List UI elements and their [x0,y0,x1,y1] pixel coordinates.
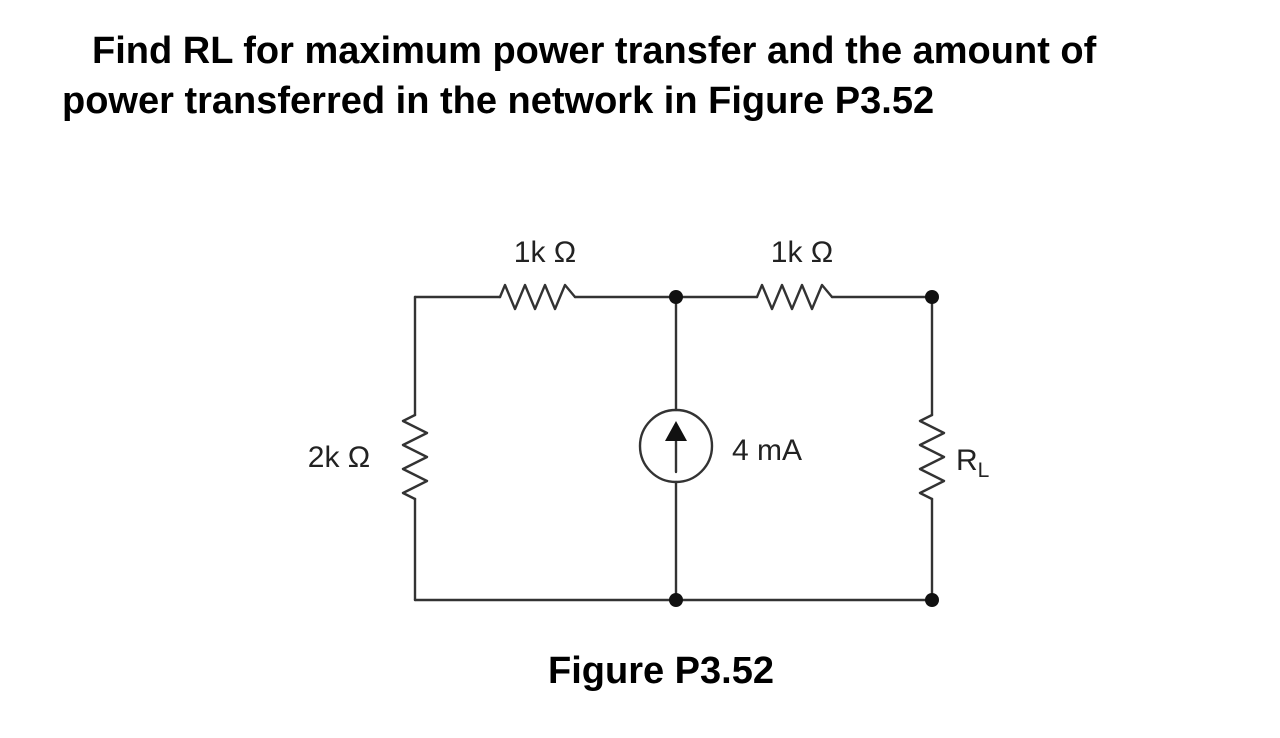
resistor-r3-zigzag [401,413,429,501]
figure-caption: Figure P3.52 [548,650,774,692]
node-bottom-right [925,593,939,607]
resistor-r2-zigzag [755,283,834,311]
r1-label: 1k Ω [514,236,576,269]
resistor-r1-zigzag [498,283,577,311]
current-source-arrow-up-icon [665,421,687,441]
resistor-rl-zigzag [918,413,946,501]
node-bottom-middle [669,593,683,607]
question-line-2: power transferred in the network in Figu… [62,80,935,122]
r3-label: 2k Ω [308,441,370,474]
rl-label: RL [956,444,989,482]
node-top-middle [669,290,683,304]
question-text: Find RL for maximum power transfer and t… [62,26,1252,126]
source-label: 4 mA [732,434,802,467]
rl-label-sub: L [978,459,990,482]
question-line-1: Find RL for maximum power transfer and t… [92,30,1097,72]
node-top-right [925,290,939,304]
r2-label: 1k Ω [771,236,833,269]
rl-label-main: R [956,444,978,477]
